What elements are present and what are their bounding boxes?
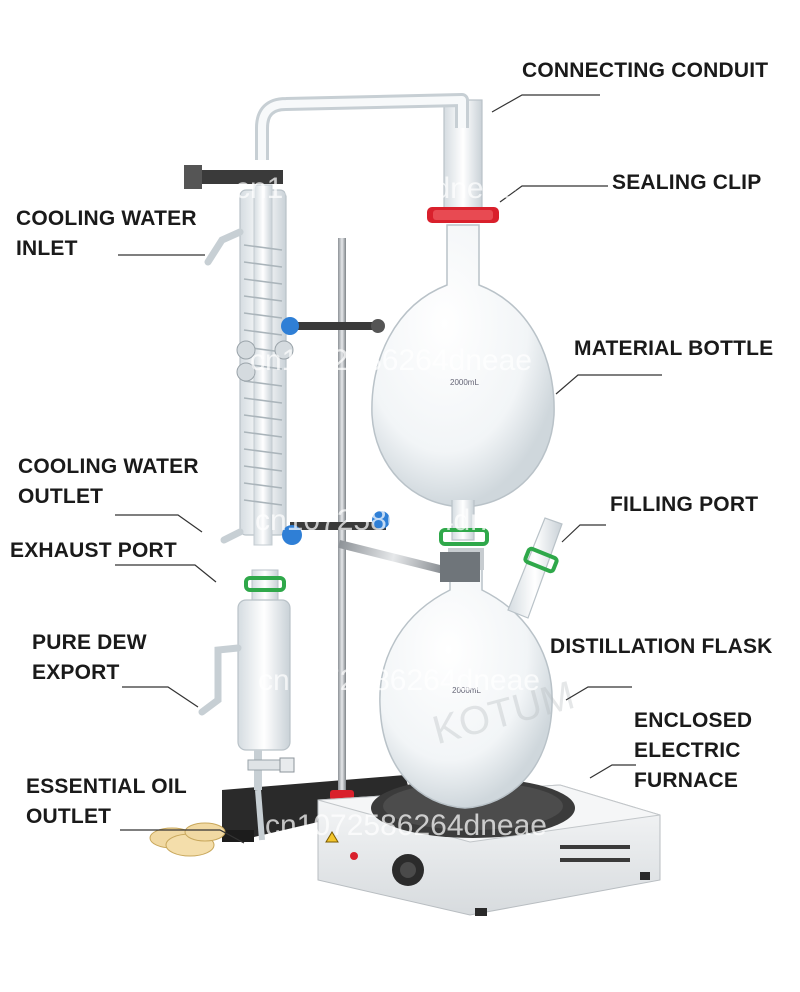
connecting-conduit <box>255 93 469 160</box>
watermark: dneae <box>10 284 93 317</box>
watermark: dneae <box>10 784 93 817</box>
rubber-tubing <box>149 822 226 857</box>
watermark: dneae <box>10 444 93 477</box>
watermark: dneae <box>10 614 93 647</box>
material-bottle <box>371 99 555 546</box>
leader-lines <box>115 94 662 844</box>
upper-clamp-arm <box>281 317 385 335</box>
watermark: cn1072586264dneae <box>235 172 517 205</box>
label-line: ENCLOSED <box>634 709 753 732</box>
condenser <box>204 184 294 546</box>
watermark: cn1072586264dneae <box>250 344 532 377</box>
label-filling-port: FILLING PORT <box>610 490 758 520</box>
label-text: FILLING PORT <box>610 493 759 516</box>
label-material-bottle: MATERIAL BOTTLE <box>574 334 773 364</box>
label-line: EXPORT <box>32 661 120 684</box>
material-bottle-volume-marking: 2000mL <box>450 378 479 387</box>
label-cooling-water-outlet: COOLING WATER OUTLET <box>18 452 199 512</box>
label-line: FURNACE <box>634 769 739 792</box>
label-line: OUTLET <box>18 485 104 508</box>
stand-base <box>222 775 412 842</box>
label-sealing-clip: SEALING CLIP <box>612 168 761 198</box>
label-text: CONNECTING CONDUIT <box>522 59 769 82</box>
label-pure-dew-export: PURE DEW EXPORT <box>32 628 147 688</box>
rod-foot-ring <box>330 790 354 800</box>
watermark: cn1072586264dneae <box>265 809 547 842</box>
label-cooling-water-inlet: COOLING WATER INLET <box>16 204 197 264</box>
label-text: EXHAUST PORT <box>10 539 177 562</box>
watermark: dneae <box>10 134 93 167</box>
label-connecting-conduit: CONNECTING CONDUIT <box>522 56 768 86</box>
watermarks: cn1072586264dneae cn1072586264dneae cn10… <box>10 134 547 842</box>
label-line: INLET <box>16 237 78 260</box>
label-text: MATERIAL BOTTLE <box>574 337 774 360</box>
label-line: OUTLET <box>26 805 112 828</box>
label-distillation-flask: DISTILLATION FLASK <box>550 632 773 662</box>
label-line: COOLING WATER <box>16 207 197 230</box>
label-exhaust-port: EXHAUST PORT <box>10 536 177 566</box>
label-enclosed-electric-furnace: ENCLOSED ELECTRIC FURNACE <box>634 706 752 796</box>
label-text: SEALING CLIP <box>612 171 762 194</box>
watermark: cn1072586264dneae <box>258 664 540 697</box>
watermark: cn1072586264dneae <box>255 504 537 537</box>
oil-water-separator <box>198 569 295 841</box>
stand-rod <box>338 238 346 798</box>
label-line: COOLING WATER <box>18 455 199 478</box>
lower-clamp-arm <box>282 511 480 582</box>
label-line: ELECTRIC <box>634 739 741 762</box>
label-line: PURE DEW <box>32 631 147 654</box>
label-essential-oil-outlet: ESSENTIAL OIL OUTLET <box>26 772 187 832</box>
top-clamp <box>184 165 283 189</box>
label-text: DISTILLATION FLASK <box>550 635 773 658</box>
label-line: ESSENTIAL OIL <box>26 775 187 798</box>
distillation-flask-volume-marking: 2000mL <box>452 686 481 695</box>
